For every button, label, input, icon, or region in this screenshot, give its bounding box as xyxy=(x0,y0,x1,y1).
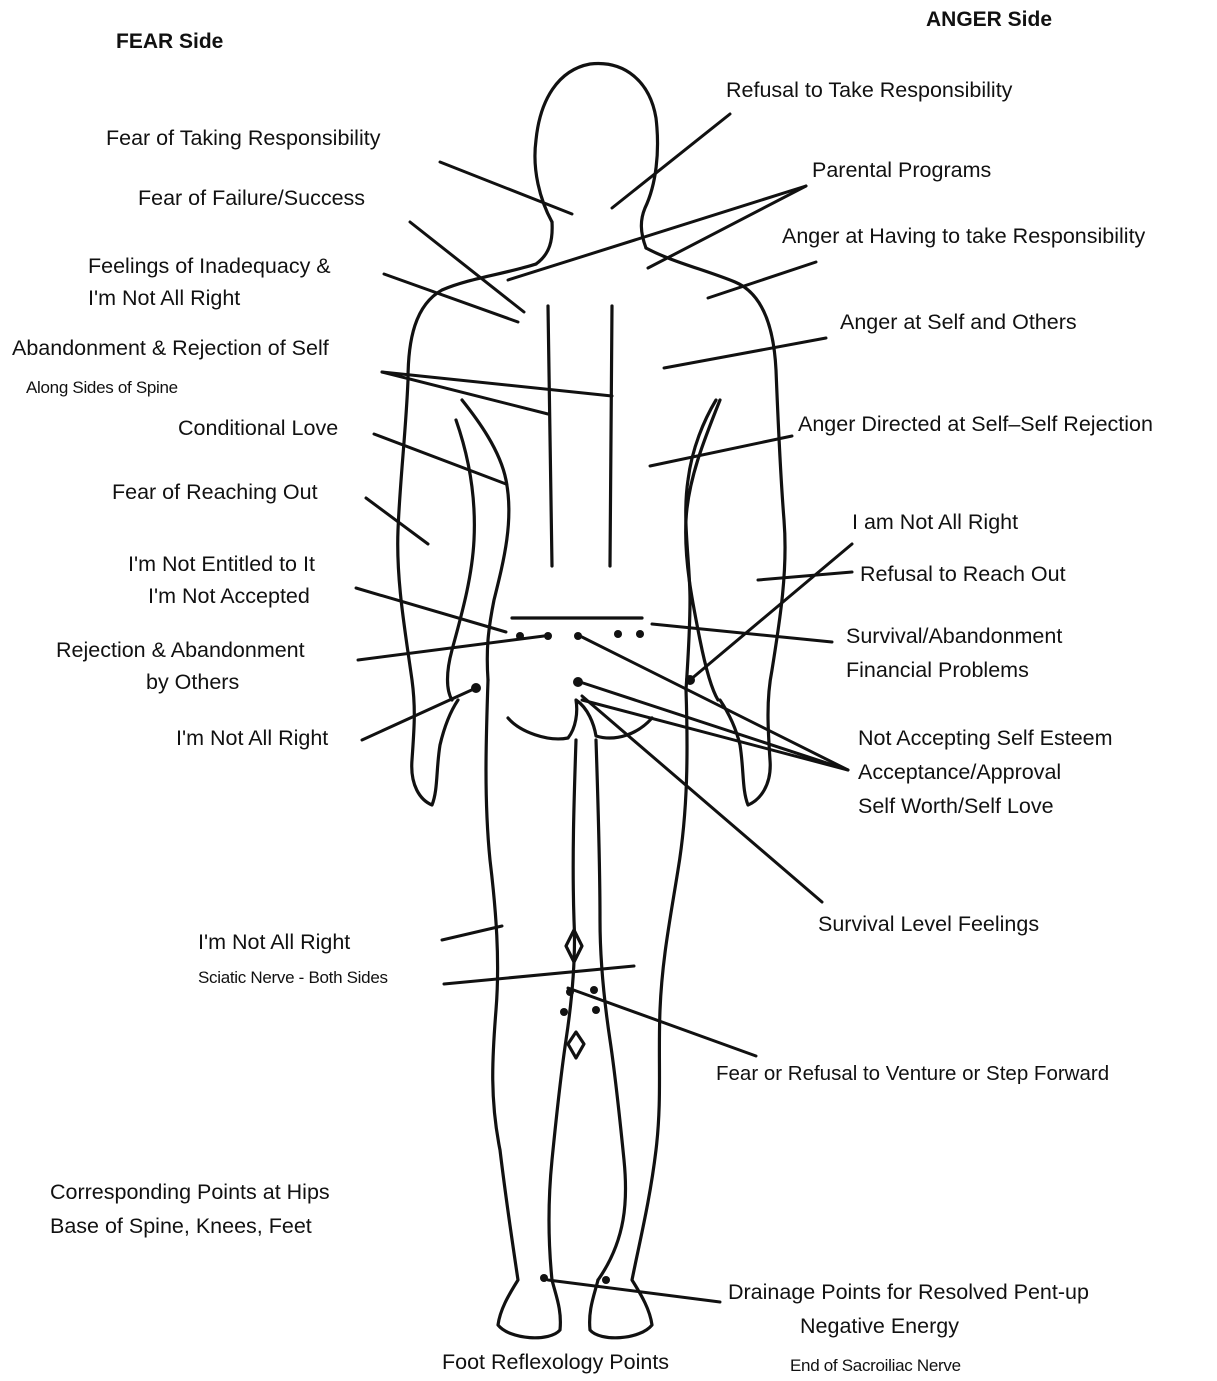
label-fear-refusal-venture: Fear or Refusal to Venture or Step Forwa… xyxy=(716,1062,1109,1086)
sacral-point xyxy=(636,630,644,638)
label-anger-self-others: Anger at Self and Others xyxy=(840,310,1077,335)
leader-fear-failure-success xyxy=(410,222,524,312)
label-along-sides-spine: Along Sides of Spine xyxy=(26,374,178,399)
label-survival-abandonment: Survival/Abandonment xyxy=(846,624,1062,649)
label-corresponding-line1: Corresponding Points at Hips xyxy=(50,1180,330,1205)
neck-left-outline xyxy=(536,222,552,264)
label-inadequacy-line2: I'm Not All Right xyxy=(88,286,240,311)
label-not-all-right-thigh: I'm Not All Right xyxy=(198,930,350,955)
leader-fear-taking-responsibility xyxy=(440,162,572,214)
label-corresponding-line2: Base of Spine, Knees, Feet xyxy=(50,1214,312,1239)
spine-right-line xyxy=(610,306,612,566)
label-anger-directed-self: Anger Directed at Self–Self Rejection xyxy=(798,412,1153,437)
knee-point xyxy=(560,1008,568,1016)
leader-not-entitled xyxy=(356,588,506,632)
leader-survival-abandonment xyxy=(652,624,832,642)
label-anger-having-responsibility: Anger at Having to take Responsibility xyxy=(782,224,1145,249)
leader-refusal-reach-out xyxy=(758,572,852,580)
label-acceptance-approval: Acceptance/Approval xyxy=(858,760,1061,785)
label-refusal-reach-out: Refusal to Reach Out xyxy=(860,562,1066,587)
label-financial-problems: Financial Problems xyxy=(846,658,1029,683)
right-leg-inner xyxy=(596,740,626,1280)
right-inner-arm-outline xyxy=(686,400,720,700)
label-end-sacroiliac: End of Sacroiliac Nerve xyxy=(790,1352,961,1377)
left-torso-side xyxy=(462,400,509,680)
label-not-entitled: I'm Not Entitled to It xyxy=(128,552,315,577)
label-self-worth: Self Worth/Self Love xyxy=(858,794,1054,819)
label-not-accepted: I'm Not Accepted xyxy=(148,584,310,609)
leader-anger-having-responsibility xyxy=(708,262,816,298)
knee-point xyxy=(592,1006,600,1014)
foot-point xyxy=(602,1276,610,1284)
spine-left-line xyxy=(548,306,552,566)
leader-inadequacy xyxy=(384,274,518,322)
label-inadequacy-line1: Feelings of Inadequacy & xyxy=(88,254,331,279)
label-fear-reaching-out: Fear of Reaching Out xyxy=(112,480,318,505)
label-foot-reflexology: Foot Reflexology Points xyxy=(442,1350,669,1375)
label-fear-taking-responsibility: Fear of Taking Responsibility xyxy=(106,126,380,151)
label-i-am-not-all-right: I am Not All Right xyxy=(852,510,1018,535)
label-survival-level: Survival Level Feelings xyxy=(818,912,1039,937)
leader-abandonment-self-b xyxy=(382,372,612,396)
label-not-all-right-hip: I'm Not All Right xyxy=(176,726,328,751)
leader-anger-directed-self xyxy=(650,436,792,466)
label-fear-failure-success: Fear of Failure/Success xyxy=(138,186,365,211)
knee-point xyxy=(590,986,598,994)
label-rejection-others-line1: Rejection & Abandonment xyxy=(56,638,305,663)
leader-refusal-responsibility xyxy=(612,114,730,208)
leader-survival-level xyxy=(582,696,822,902)
head-outline xyxy=(535,64,658,248)
leader-not-all-right-hip xyxy=(362,688,476,740)
leader-not-all-right-thigh xyxy=(442,926,502,940)
leader-sciatic xyxy=(444,966,634,984)
leader-i-am-not-all-right xyxy=(690,544,852,680)
label-sciatic-nerve: Sciatic Nerve - Both Sides xyxy=(198,964,388,989)
label-parental-programs: Parental Programs xyxy=(812,158,991,183)
fear-side-header: FEAR Side xyxy=(116,30,223,55)
leader-conditional-love xyxy=(374,434,506,484)
label-abandonment-self: Abandonment & Rejection of Self xyxy=(12,336,329,361)
label-not-accepting-self-esteem: Not Accepting Self Esteem xyxy=(858,726,1113,751)
knee-diamond-lower xyxy=(568,1032,584,1058)
label-refusal-responsibility: Refusal to Take Responsibility xyxy=(726,78,1012,103)
label-rejection-others-line2: by Others xyxy=(146,670,239,695)
label-drainage-line2: Negative Energy xyxy=(800,1314,959,1339)
label-conditional-love: Conditional Love xyxy=(178,416,338,441)
sacral-point xyxy=(614,630,622,638)
anger-side-header: ANGER Side xyxy=(926,8,1052,33)
label-drainage-line1: Drainage Points for Resolved Pent-up xyxy=(728,1280,1089,1305)
leader-anger-self-others xyxy=(664,338,826,368)
leader-not-accepting-a xyxy=(580,636,848,770)
buttocks-outline xyxy=(508,700,652,739)
